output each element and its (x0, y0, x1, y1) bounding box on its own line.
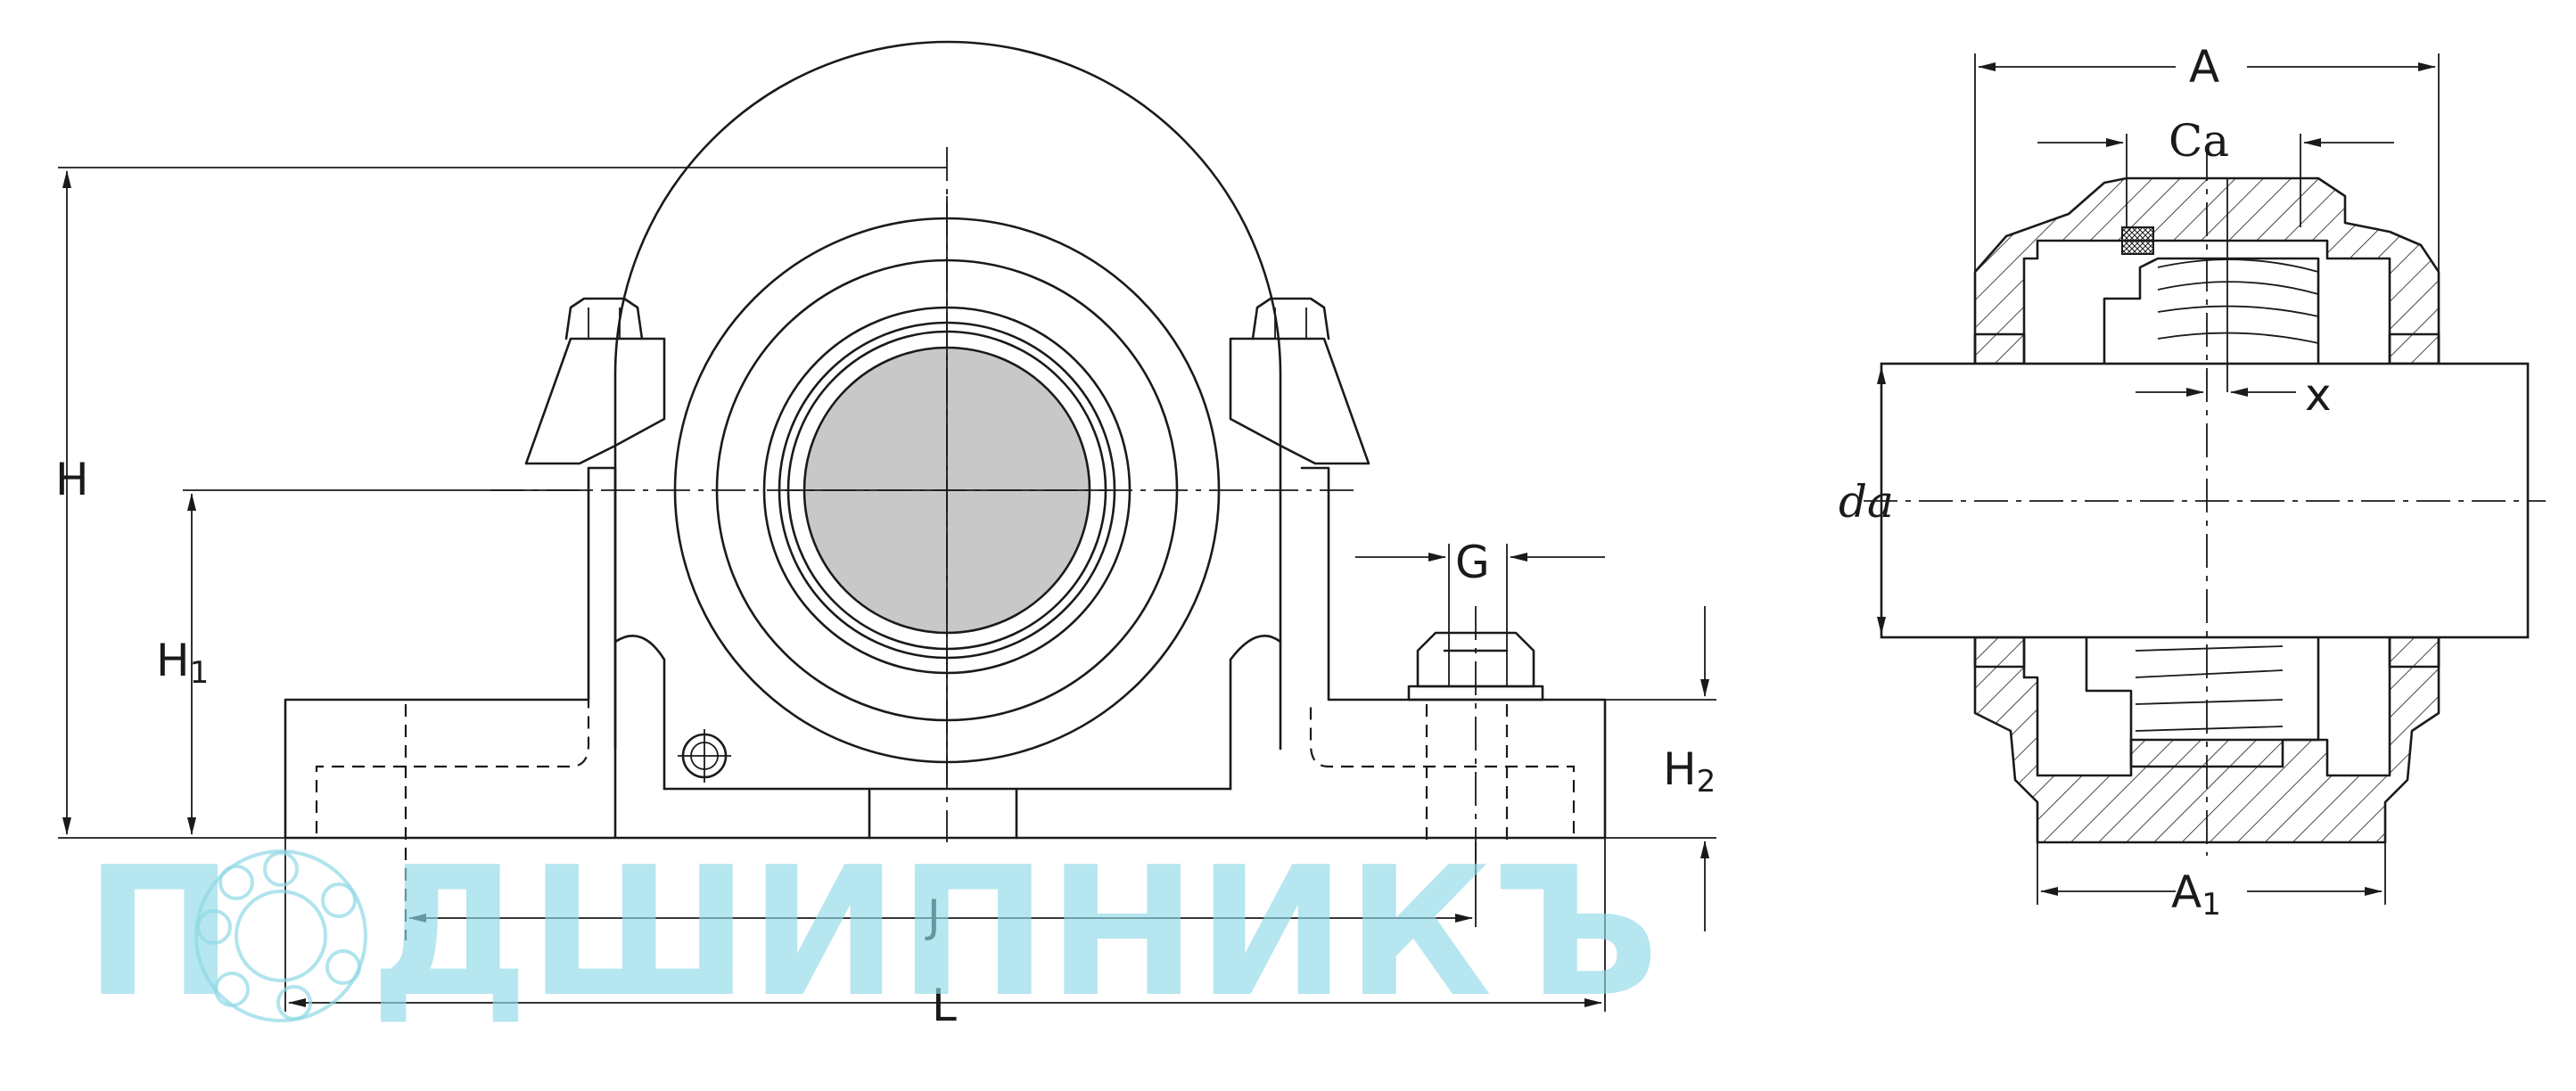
left-bolt-head (564, 297, 644, 340)
grease-hole (2121, 226, 2154, 255)
dim-label-x: x (2305, 369, 2332, 421)
right-lug (1229, 337, 1370, 465)
dim-label-G: G (1455, 537, 1490, 588)
dim-label-J: J (925, 890, 941, 942)
watermark-text-end: ДШИПНИКЪ (370, 829, 1659, 1037)
housing-outer (613, 40, 1282, 751)
front-view (284, 40, 1607, 940)
left-lug (524, 337, 666, 465)
front-dimensions: H H1 H2 G J L (55, 167, 1716, 1031)
section-dimensions: A Ca x da A1 (1839, 41, 2440, 923)
bearing-top (2103, 257, 2320, 365)
section-view (1864, 147, 2546, 856)
dim-label-da: da (1839, 476, 1894, 528)
dim-label-H2: H2 (1663, 743, 1716, 800)
base-hidden-right (1309, 700, 1576, 833)
base-hidden-left (315, 700, 590, 833)
dim-label-H1: H1 (156, 635, 209, 691)
bottom-notch (868, 787, 1018, 840)
bearing-ring-icon (194, 849, 367, 1022)
watermark-logo: П ДШИПНИКЪ (85, 829, 1659, 1037)
dim-label-H: H (55, 454, 89, 505)
dim-label-L: L (932, 980, 957, 1031)
watermark-text-start: П (85, 829, 234, 1037)
dim-label-A1: A1 (2171, 866, 2221, 923)
dim-label-Ca: Ca (2169, 115, 2229, 167)
housing-lower (613, 635, 1282, 791)
base-washer (1407, 685, 1544, 701)
dim-label-A: A (2189, 41, 2219, 93)
upper-housing-section (1973, 176, 2440, 365)
right-bolt-head (1251, 297, 1330, 340)
